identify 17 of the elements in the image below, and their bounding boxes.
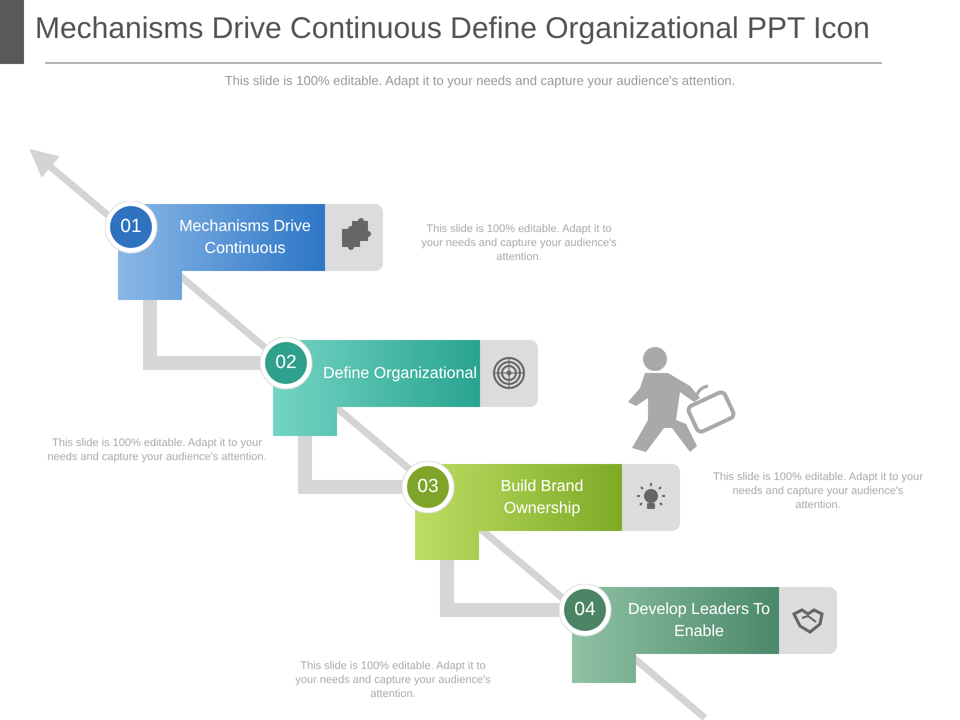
connector-line [298,436,402,494]
connector-line [143,300,260,370]
step-title: Develop Leaders To Enable [626,600,772,642]
step-title: Mechanisms Drive Continuous [178,216,312,258]
placeholder-note: This slide is 100% editable. Adapt it to your needs and capture your audience's attention. [295,660,491,700]
step-number: 02 [274,351,298,375]
subtitle: This slide is 100% editable. Adapt it to your needs and capture your audience's attention. [224,73,736,88]
step-number: 04 [573,598,597,622]
step-number: 01 [119,215,143,239]
connector-line [440,560,559,617]
step-title: Build Brand Ownership [500,476,584,518]
placeholder-note: This slide is 100% editable. Adapt it to your needs and capture your audience's attention. [713,471,923,511]
title: Mechanisms Drive Continuous Define Organizational PPT Icon [35,12,870,46]
step-title: Define Organizational [323,364,477,384]
placeholder-note: This slide is 100% editable. Adapt it to your needs and capture your audience's attention. [47,437,267,463]
step-number: 03 [416,475,440,499]
placeholder-note: This slide is 100% editable. Adapt it to your needs and capture your audience's attention. [421,223,617,263]
